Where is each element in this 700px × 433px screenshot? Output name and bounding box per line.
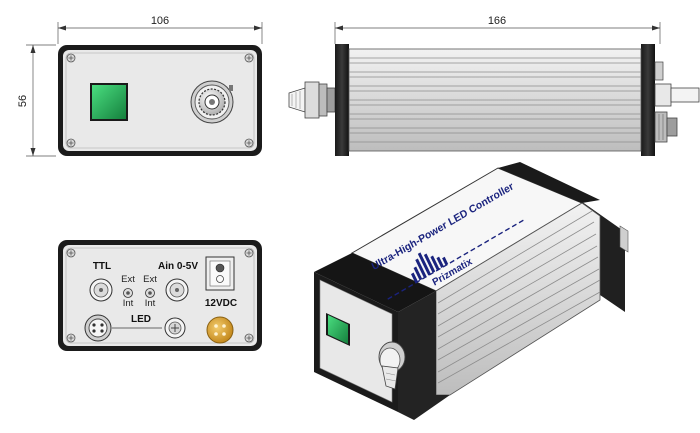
screw-icon bbox=[66, 333, 76, 343]
dc-power-jack[interactable] bbox=[205, 256, 235, 291]
power-button[interactable] bbox=[92, 85, 126, 119]
side-length-dimension: 166 bbox=[488, 15, 506, 27]
screw-icon bbox=[66, 53, 76, 63]
intensity-knob[interactable] bbox=[190, 80, 234, 124]
switch2-bottom-label: Int bbox=[145, 298, 156, 309]
ain-connector[interactable] bbox=[165, 278, 189, 302]
switch1-top-label: Ext bbox=[121, 274, 135, 285]
iso-power-button bbox=[328, 315, 348, 344]
side-view: 166 bbox=[288, 15, 700, 156]
led-output-connector-1[interactable] bbox=[84, 314, 112, 342]
screw-icon bbox=[66, 138, 76, 148]
ttl-connector[interactable] bbox=[89, 278, 113, 302]
switch1-bottom-label: Int bbox=[123, 298, 134, 309]
side-knob bbox=[288, 81, 336, 119]
led-output-connector-2[interactable] bbox=[164, 317, 186, 339]
ext-int-switch-1[interactable] bbox=[123, 288, 133, 298]
screw-icon bbox=[244, 333, 254, 343]
isometric-view: Ultra-High-Power LED Controller Prizmati… bbox=[314, 162, 629, 420]
front-width-dimension: 106 bbox=[151, 15, 169, 27]
led-label: LED bbox=[131, 314, 151, 325]
power-input-connector[interactable] bbox=[206, 316, 234, 344]
brand-logo-icon bbox=[410, 252, 449, 284]
screw-icon bbox=[244, 138, 254, 148]
front-view: 106 56 bbox=[17, 15, 263, 157]
screw-icon bbox=[244, 248, 254, 258]
switch2-top-label: Ext bbox=[143, 274, 157, 285]
rear-view: TTL Ain 0-5V Ext Int Ext Int LED 12VDC bbox=[58, 240, 262, 351]
ttl-label: TTL bbox=[93, 261, 111, 272]
ext-int-switch-2[interactable] bbox=[145, 288, 155, 298]
heatsink-fins bbox=[349, 57, 641, 143]
screw-icon bbox=[244, 53, 254, 63]
rear-connectors-side bbox=[654, 61, 700, 143]
iso-heatsink-fins bbox=[437, 210, 601, 384]
power-label: 12VDC bbox=[205, 298, 237, 309]
front-height-dimension: 56 bbox=[17, 95, 29, 107]
ain-label: Ain 0-5V bbox=[158, 261, 198, 272]
iso-knob bbox=[378, 341, 406, 390]
screw-icon bbox=[66, 248, 76, 258]
